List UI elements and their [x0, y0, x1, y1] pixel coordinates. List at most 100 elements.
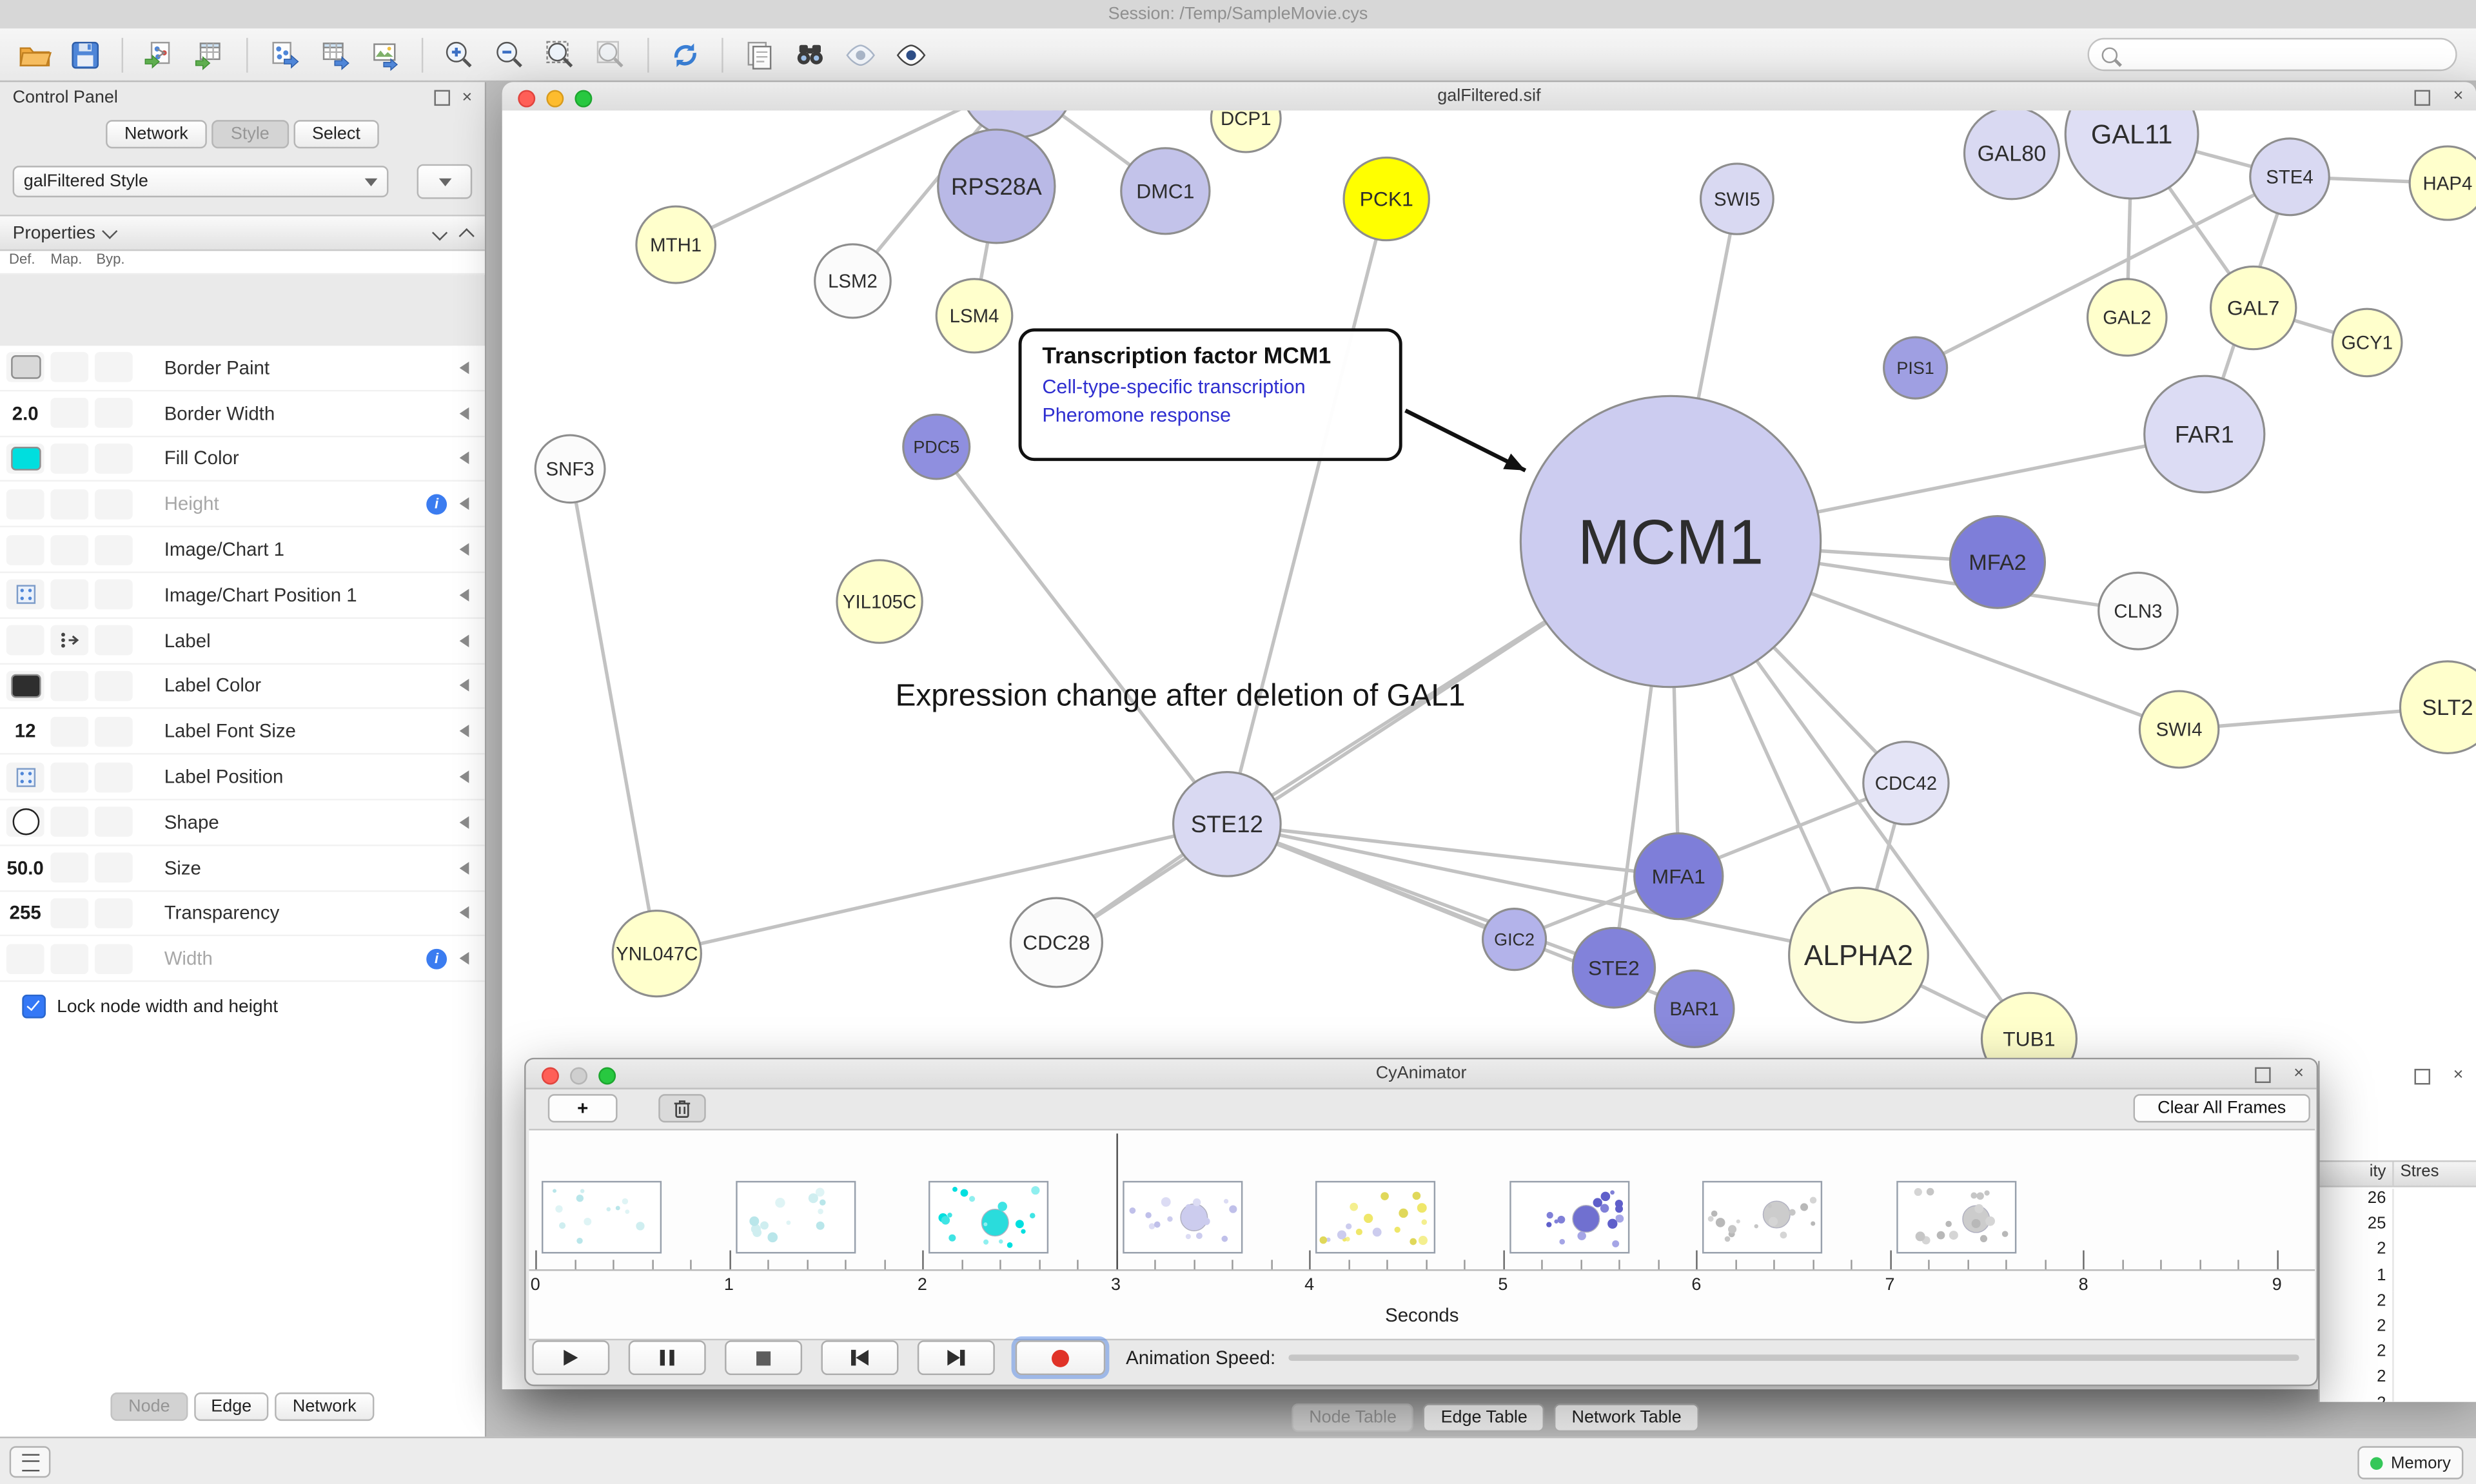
expand-row-arrow[interactable] [459, 543, 469, 556]
expand-row-arrow[interactable] [459, 589, 469, 601]
mapping-value-cell[interactable] [50, 670, 89, 701]
node-GIC2[interactable]: GIC2 [1482, 908, 1548, 971]
column-header-radiality[interactable]: ity [2320, 1162, 2394, 1186]
node-STE12[interactable]: STE12 [1172, 771, 1282, 877]
node-FAR1[interactable]: FAR1 [2143, 375, 2266, 494]
mapping-value-cell[interactable] [50, 534, 89, 565]
lock-size-checkbox[interactable] [22, 995, 46, 1019]
import-network-icon[interactable] [134, 32, 184, 77]
bypass-value-cell[interactable] [94, 807, 133, 837]
property-row-image-chart-position-1[interactable]: Image/Chart Position 1 [0, 572, 485, 619]
tab-edge[interactable]: Edge [193, 1392, 270, 1421]
expand-row-arrow[interactable] [459, 407, 469, 420]
expand-row-arrow[interactable] [459, 452, 469, 465]
default-value-cell[interactable] [6, 534, 44, 565]
expand-row-arrow[interactable] [459, 952, 469, 965]
node-SLT2[interactable]: SLT2 [2399, 660, 2476, 754]
clear-all-frames-button[interactable]: Clear All Frames [2133, 1094, 2310, 1123]
zoom-window-button[interactable] [598, 1066, 616, 1084]
node-GCY1[interactable]: GCY1 [2331, 308, 2403, 378]
frame-thumbnail-0[interactable] [542, 1180, 662, 1254]
skip-to-end-button[interactable] [917, 1340, 995, 1376]
tab-network-table[interactable]: Network Table [1554, 1403, 1699, 1432]
expand-row-arrow[interactable] [459, 861, 469, 874]
node-CLN3[interactable]: CLN3 [2098, 571, 2179, 650]
mapping-value-cell[interactable] [50, 489, 89, 520]
default-value-cell[interactable]: 255 [9, 902, 41, 924]
default-value-cell[interactable] [6, 943, 44, 974]
timeline-playhead[interactable] [1115, 1133, 1119, 1269]
export-image-icon[interactable] [360, 32, 410, 77]
mapping-value-cell[interactable] [50, 898, 89, 928]
close-window-button[interactable] [518, 89, 536, 107]
node-RPS28A[interactable]: RPS28A [937, 128, 1056, 244]
node-MCM1[interactable]: MCM1 [1519, 395, 1822, 688]
expand-row-arrow[interactable] [459, 725, 469, 738]
default-value-cell[interactable] [6, 670, 44, 701]
property-row-label-color[interactable]: Label Color [0, 663, 485, 710]
tab-network-style[interactable]: Network [275, 1392, 374, 1421]
show-panels-button[interactable] [9, 1446, 51, 1478]
node-STE2[interactable]: STE2 [1571, 926, 1656, 1009]
mapping-value-cell[interactable] [50, 761, 89, 792]
properties-header[interactable]: Properties [0, 215, 485, 251]
node-DCP1[interactable]: DCP1 [1210, 83, 1282, 153]
property-row-shape[interactable]: Shape [0, 800, 485, 846]
mapping-value-cell[interactable] [50, 580, 89, 610]
property-row-border-paint[interactable]: Border Paint [0, 346, 485, 391]
control-panel-header[interactable]: Control Panel × [0, 82, 485, 113]
node-YIL105C[interactable]: YIL105C [836, 559, 923, 644]
close-view-icon[interactable]: × [2453, 86, 2464, 106]
node-YNL047C[interactable]: YNL047C [611, 910, 702, 998]
expand-row-arrow[interactable] [459, 634, 469, 647]
node-LSM2[interactable]: LSM2 [814, 243, 892, 319]
stop-button[interactable] [725, 1340, 803, 1376]
default-value-cell[interactable] [6, 761, 44, 792]
expand-row-arrow[interactable] [459, 679, 469, 692]
mapping-value-cell[interactable] [50, 398, 89, 429]
pause-button[interactable] [628, 1340, 706, 1376]
cyanimator-titlebar[interactable]: CyAnimator × [526, 1059, 2317, 1089]
default-value-cell[interactable] [6, 625, 44, 656]
annotation-icon[interactable] [734, 32, 785, 77]
play-button[interactable] [532, 1340, 610, 1376]
bypass-value-cell[interactable] [94, 625, 133, 656]
tab-network[interactable]: Network [105, 120, 208, 149]
default-value-cell[interactable] [6, 807, 44, 837]
frame-thumbnail-5[interactable] [1509, 1180, 1629, 1254]
bypass-value-cell[interactable] [94, 353, 133, 383]
annotation-link-1[interactable]: Cell-type-specific transcription [1042, 375, 1306, 398]
session-titlebar[interactable]: Session: /Temp/SampleMovie.cys [0, 0, 2476, 30]
table-row[interactable]: 1 [2320, 1265, 2476, 1291]
collapse-all-icon[interactable] [458, 228, 475, 244]
export-network-icon[interactable] [259, 32, 310, 77]
close-window-button[interactable] [542, 1066, 559, 1084]
bypass-value-cell[interactable] [94, 852, 133, 883]
column-header-stress[interactable]: Stres [2400, 1162, 2439, 1181]
node-SNF3[interactable]: SNF3 [534, 434, 606, 504]
zoom-selected-icon[interactable] [586, 32, 636, 77]
hide-details-icon[interactable] [836, 32, 886, 77]
property-row-image-chart-1[interactable]: Image/Chart 1 [0, 527, 485, 573]
dock-window-icon[interactable] [2413, 89, 2430, 105]
expand-row-arrow[interactable] [459, 498, 469, 511]
node-SWI4[interactable]: SWI4 [2138, 690, 2220, 769]
bypass-value-cell[interactable] [94, 534, 133, 565]
property-row-fill-color[interactable]: Fill Color [0, 436, 485, 482]
node-LSM4[interactable]: LSM4 [935, 278, 1014, 354]
zoom-in-icon[interactable] [434, 32, 484, 77]
search-box[interactable] [2087, 37, 2457, 72]
default-value-cell[interactable] [6, 580, 44, 610]
node-CDC42[interactable]: CDC42 [1862, 740, 1950, 826]
table-row[interactable]: 26 [2320, 1189, 2476, 1215]
mapping-value-cell[interactable] [50, 444, 89, 474]
save-session-icon[interactable] [60, 32, 110, 77]
frame-thumbnail-4[interactable] [1315, 1180, 1436, 1254]
record-button[interactable] [1015, 1340, 1106, 1376]
bypass-value-cell[interactable] [94, 943, 133, 974]
